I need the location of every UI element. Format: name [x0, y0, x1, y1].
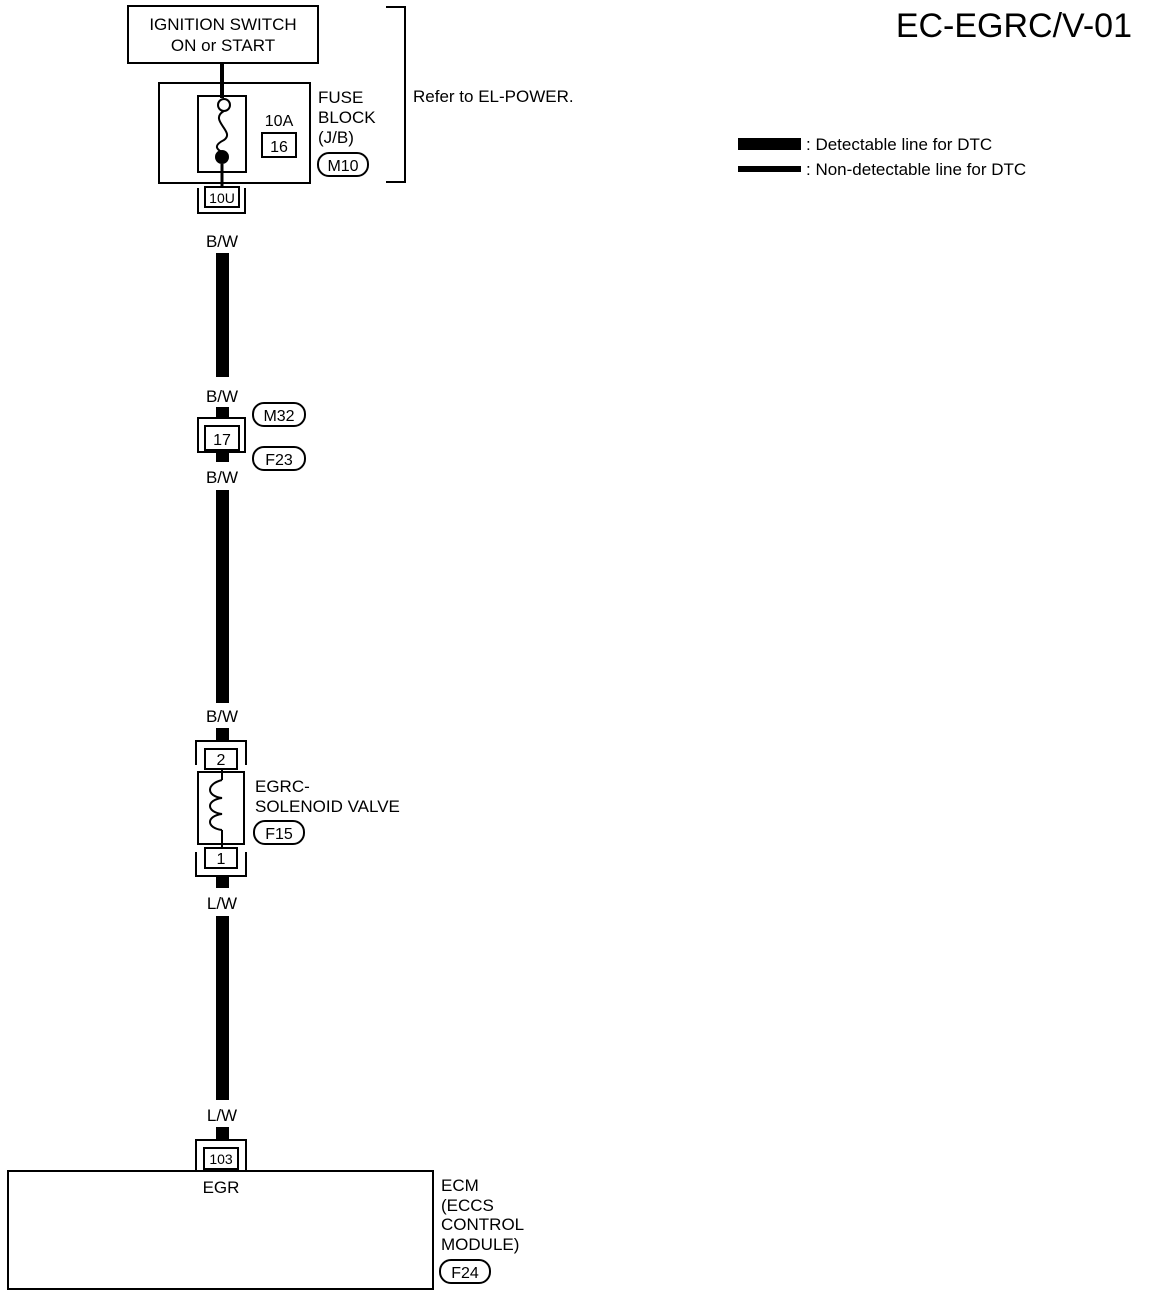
ecm-label-line2: (ECCS: [441, 1196, 494, 1215]
ecm-connector-pin: 103: [209, 1151, 233, 1167]
fuse-amperage: 10A: [265, 113, 294, 130]
fuse-connector-badge: [317, 152, 369, 177]
fuse-element-icon: [216, 110, 228, 153]
legend-detectable-label: : Detectable line for DTC: [806, 135, 992, 154]
valve-connector-badge: [253, 820, 305, 845]
ecm-connector: 103: [195, 1139, 247, 1170]
ecm-connector-badge: [439, 1259, 491, 1284]
valve-pin-top: 2: [217, 752, 226, 769]
wire-color-label: B/W: [206, 468, 238, 487]
ecm-label-line3: CONTROL: [441, 1215, 524, 1234]
fuse-output-terminal: 10U: [209, 190, 235, 206]
power-bracket: [386, 6, 406, 183]
ignition-switch-label-line1: IGNITION SWITCH: [149, 15, 296, 34]
valve-label-line2: SOLENOID VALVE: [255, 797, 400, 816]
ecm-connector-id: F24: [451, 1265, 479, 1282]
wire-color-label: B/W: [206, 387, 238, 406]
fuse-block-label-2: BLOCK: [318, 108, 376, 127]
joint-lower-connector-id: F23: [265, 452, 293, 469]
ecm-terminal-label: EGR: [203, 1178, 240, 1197]
ignition-switch-label-line2: ON or START: [171, 36, 275, 55]
joint-connector: 17: [197, 417, 246, 453]
wire-color-label: L/W: [207, 1106, 237, 1125]
ignition-switch: IGNITION SWITCH ON or START: [127, 5, 319, 64]
egrc-solenoid-valve: 2 1: [195, 740, 247, 877]
page-title: EC-EGRC/V-01: [896, 7, 1132, 45]
fuse-number: 16: [270, 139, 288, 156]
legend-non-detectable-label: : Non-detectable line for DTC: [806, 160, 1026, 179]
fuse-output-connector: 10U: [197, 186, 246, 214]
wire-color-label: B/W: [206, 232, 238, 251]
detectable-wire-segment-2: [216, 490, 229, 703]
ecm-label-line1: ECM: [441, 1176, 479, 1195]
detectable-wire-segment-3: [216, 916, 229, 1100]
ecm-label-line4: MODULE): [441, 1235, 519, 1254]
valve-label-line1: EGRC-: [255, 777, 310, 796]
fuse-terminal-closed: [215, 150, 229, 164]
ecm-box: [7, 1170, 434, 1290]
fuse-connector-id: M10: [327, 158, 358, 175]
joint-upper-connector-badge: [252, 402, 306, 427]
detectable-wire-segment-1: [216, 253, 229, 377]
legend: : Detectable line for DTC : Non-detectab…: [738, 135, 1026, 179]
legend-detectable-swatch: [738, 138, 801, 150]
refer-note: Refer to EL-POWER.: [413, 87, 574, 106]
fuse-block: 10A 16: [158, 82, 311, 189]
fuse-block-label-1: FUSE: [318, 88, 363, 107]
valve-connector-id: F15: [265, 826, 293, 843]
joint-upper-connector-id: M32: [263, 408, 294, 425]
joint-lower-connector-badge: [252, 446, 306, 471]
solenoid-coil-icon: [209, 779, 223, 831]
joint-connector-pin: 17: [213, 432, 231, 449]
fuse-block-label-3: (J/B): [318, 128, 354, 147]
valve-pin-bottom: 1: [217, 851, 226, 868]
wire-color-label: B/W: [206, 707, 238, 726]
wire-color-label: L/W: [207, 894, 237, 913]
fuse-terminal-open: [217, 98, 231, 112]
legend-non-detectable-swatch: [738, 166, 801, 172]
